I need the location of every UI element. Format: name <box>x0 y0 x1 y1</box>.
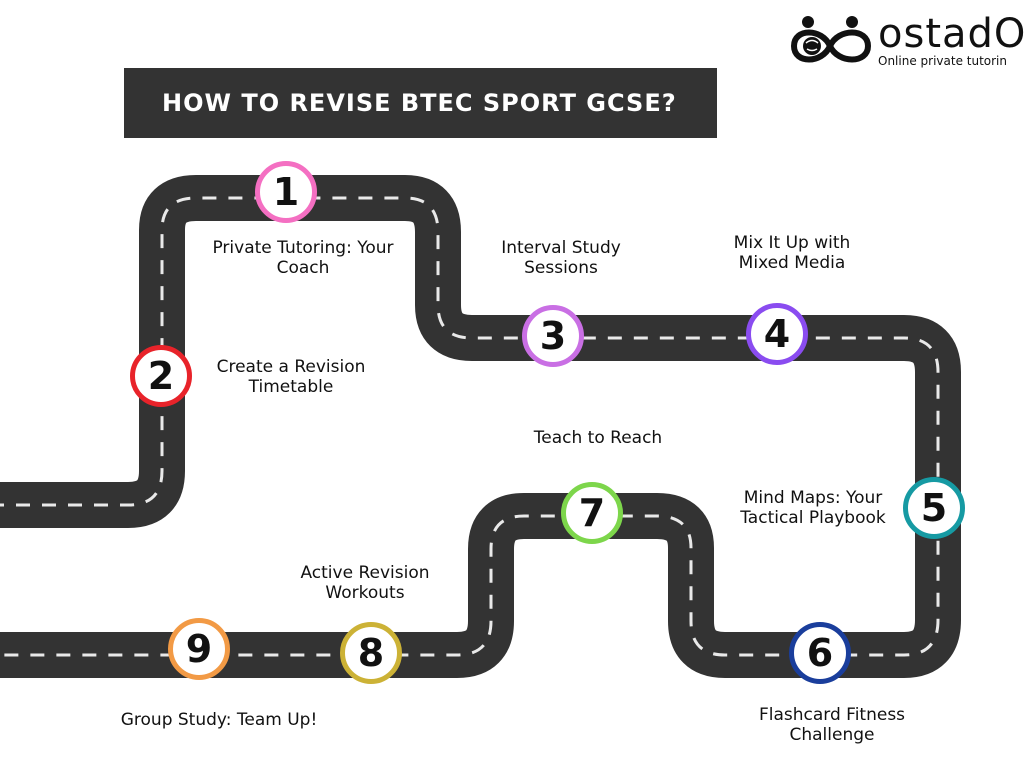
step-1-label: Private Tutoring: Your Coach <box>212 238 394 278</box>
step-4-badge: 4 <box>746 303 808 365</box>
step-6-label: Flashcard Fitness Challenge <box>758 705 906 745</box>
step-9-label: Group Study: Team Up! <box>120 710 318 730</box>
step-2-badge: 2 <box>130 345 192 407</box>
people-infinity-globe-icon <box>790 16 872 63</box>
step-3-label: Interval Study Sessions <box>501 238 621 278</box>
step-6-badge: 6 <box>789 622 851 684</box>
page-title: HOW TO REVISE BTEC SPORT GCSE? <box>162 89 677 117</box>
step-4-label: Mix It Up with Mixed Media <box>733 233 851 273</box>
step-3-badge: 3 <box>522 305 584 367</box>
step-5-badge: 5 <box>903 477 965 539</box>
step-8-label: Active Revision Workouts <box>300 563 430 603</box>
step-1-badge: 1 <box>255 161 317 223</box>
step-7-badge: 7 <box>561 482 623 544</box>
brand-logo: ostadO Online private tutoring <box>786 10 1024 70</box>
step-7-label: Teach to Reach <box>533 428 663 448</box>
step-2-label: Create a Revision Timetable <box>216 357 366 397</box>
logo-tagline: Online private tutoring <box>878 54 1006 68</box>
logo-wordmark: ostadO <box>878 11 1024 57</box>
step-9-badge: 9 <box>168 618 230 680</box>
step-8-badge: 8 <box>340 622 402 684</box>
step-5-label: Mind Maps: Your Tactical Playbook <box>740 488 886 528</box>
title-banner: HOW TO REVISE BTEC SPORT GCSE? <box>124 68 717 138</box>
